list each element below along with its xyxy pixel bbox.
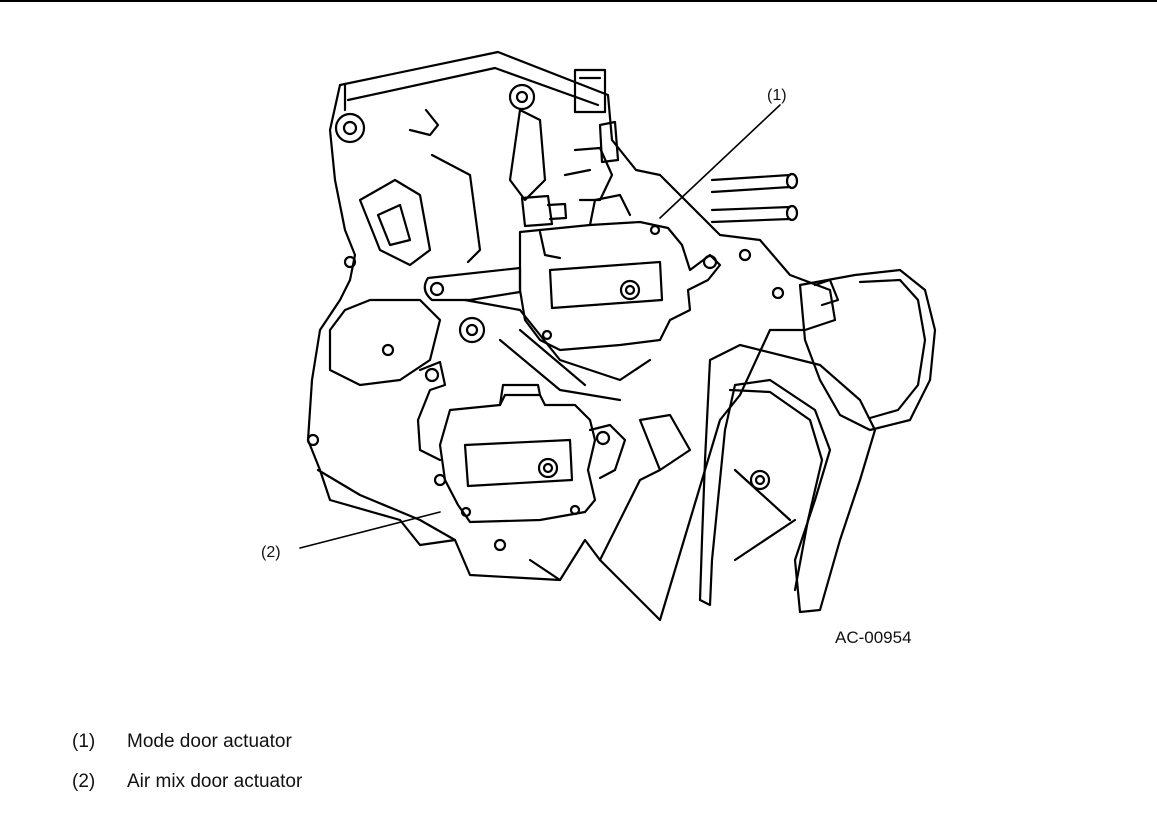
legend: (1) Mode door actuator (2) Air mix door …: [72, 730, 772, 810]
figure-labels: (1) (2) AC-00954: [261, 87, 912, 647]
heater-case: [306, 50, 837, 622]
mode-door-actuator: [423, 120, 722, 352]
callout-1-label: (1): [767, 87, 787, 104]
legend-item-text: Mode door actuator: [127, 731, 292, 752]
legend-item-text: Air mix door actuator: [127, 771, 303, 792]
callout-2-label: (2): [261, 544, 281, 561]
legend-item-air-mix-door-actuator: (2) Air mix door actuator: [72, 770, 772, 810]
figure-id: AC-00954: [835, 628, 912, 647]
callout-2-leader: [299, 511, 441, 549]
legend-item-number: (2): [72, 771, 96, 792]
heater-unit-drawing: [299, 50, 937, 622]
top-rule: [0, 0, 1157, 2]
callout-1-leader: [659, 104, 781, 219]
legend-item-mode-door-actuator: (1) Mode door actuator: [72, 730, 772, 770]
heater-pipes: [710, 172, 799, 224]
legend-item-number: (1): [72, 731, 96, 752]
air-duct: [698, 268, 937, 614]
air-mix-door-actuator: [416, 360, 692, 524]
heater-unit-figure: (1) (2) AC-00954: [261, 50, 937, 647]
